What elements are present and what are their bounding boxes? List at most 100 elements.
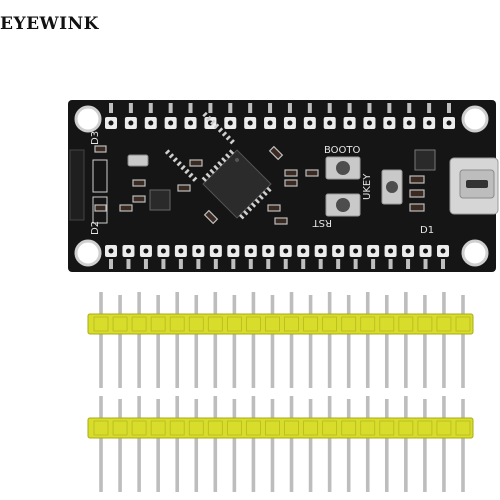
- header-pin: [232, 332, 237, 388]
- header-pin: [404, 292, 408, 314]
- silkscreen-mark: [268, 103, 273, 113]
- header-segment: [150, 316, 166, 332]
- header-segment: [246, 420, 261, 436]
- header-segment: [246, 316, 261, 332]
- header-pin: [137, 332, 141, 388]
- mounting-hole: [74, 105, 102, 133]
- silkscreen-mark: [168, 103, 173, 113]
- header-pin: [327, 332, 332, 388]
- header-pin: [384, 295, 389, 317]
- mounting-hole: [74, 239, 102, 267]
- pin-hole: [366, 120, 372, 126]
- passive-components: [94, 145, 425, 225]
- header-pin: [442, 436, 446, 492]
- header-pin: [232, 436, 237, 492]
- header-segment: [322, 420, 338, 436]
- header-pin: [175, 396, 180, 418]
- silkscreen-mark: [143, 259, 148, 269]
- label-booto: BOOTO: [324, 145, 361, 156]
- header-pin: [194, 295, 199, 317]
- pin-hole: [160, 248, 166, 254]
- pin-hole: [347, 120, 353, 126]
- silkscreen-bottom-pin-labels: [109, 259, 445, 269]
- header-pin: [461, 399, 465, 421]
- header-pin: [289, 396, 294, 418]
- pin-hole: [227, 120, 233, 126]
- header-pin: [404, 436, 408, 492]
- header-pin: [461, 436, 465, 492]
- header-pin: [289, 436, 294, 492]
- header-segment: [188, 316, 204, 332]
- header-pin: [232, 295, 237, 317]
- pin-hole: [423, 248, 429, 254]
- header-pin: [442, 292, 446, 314]
- silkscreen-mark: [196, 259, 201, 269]
- brand-logo-text: EYEWINK: [0, 14, 99, 34]
- header-pin: [384, 436, 389, 492]
- header-segment: [93, 420, 109, 436]
- small-ic: [414, 149, 436, 171]
- left-edge-connector: [69, 149, 85, 221]
- pin1-marker: [235, 157, 239, 162]
- header-pin: [365, 396, 370, 418]
- header-pin: [442, 396, 446, 418]
- label-d3: D3: [90, 131, 101, 145]
- header-pin: [423, 295, 427, 317]
- silkscreen-mark: [388, 259, 393, 269]
- header-pin: [251, 396, 256, 418]
- label-rst: RST: [312, 217, 332, 228]
- header-pin: [289, 292, 294, 314]
- header-pin: [308, 295, 313, 317]
- header-pin: [137, 396, 141, 418]
- pin-hole: [283, 248, 289, 254]
- header-segment: [322, 316, 338, 332]
- header-segment: [455, 420, 471, 436]
- header-segment: [169, 316, 185, 332]
- header-pin: [308, 399, 313, 421]
- header-segment: [417, 316, 433, 332]
- header-segment: [93, 316, 109, 332]
- pin-hole: [287, 120, 293, 126]
- header-pin: [270, 295, 275, 317]
- header-pin: [175, 292, 180, 314]
- header-pin: [118, 332, 122, 388]
- header-pin: [99, 396, 103, 418]
- pin-hole: [307, 120, 313, 126]
- header-segment: [226, 420, 242, 436]
- header-segment: [265, 316, 280, 332]
- header-segment: [436, 316, 452, 332]
- silkscreen-mark: [231, 259, 236, 269]
- header-segment: [131, 316, 147, 332]
- header-pin: [289, 332, 294, 388]
- silkscreen-mark: [441, 259, 445, 269]
- pin-hole: [108, 120, 114, 126]
- header-pin: [213, 436, 218, 492]
- pcb-body: [68, 100, 496, 272]
- pin-hole: [440, 248, 446, 254]
- pin-hole: [188, 120, 194, 126]
- pin-hole: [128, 120, 134, 126]
- silkscreen-mark: [336, 259, 341, 269]
- label-ukey: UKEY: [362, 173, 373, 200]
- reset-button: [325, 193, 361, 217]
- silkscreen-mark: [347, 103, 352, 113]
- header-pin: [308, 436, 313, 492]
- silkscreen-mark: [301, 259, 306, 269]
- header-segment: [455, 316, 471, 332]
- header-segment: [360, 420, 376, 436]
- header-pin: [365, 332, 370, 388]
- header-pin: [308, 332, 313, 388]
- pin-hole: [405, 248, 411, 254]
- pin-hole: [247, 120, 253, 126]
- silkscreen-mark: [213, 259, 218, 269]
- header-pin: [232, 399, 237, 421]
- pin-hole: [335, 248, 341, 254]
- header-pin: [156, 399, 160, 421]
- pin-hole: [370, 248, 376, 254]
- header-pin: [118, 295, 122, 317]
- silkscreen-mark: [208, 103, 213, 113]
- header-pin: [270, 332, 275, 388]
- header-segment: [112, 316, 128, 332]
- pin-hole: [353, 248, 359, 254]
